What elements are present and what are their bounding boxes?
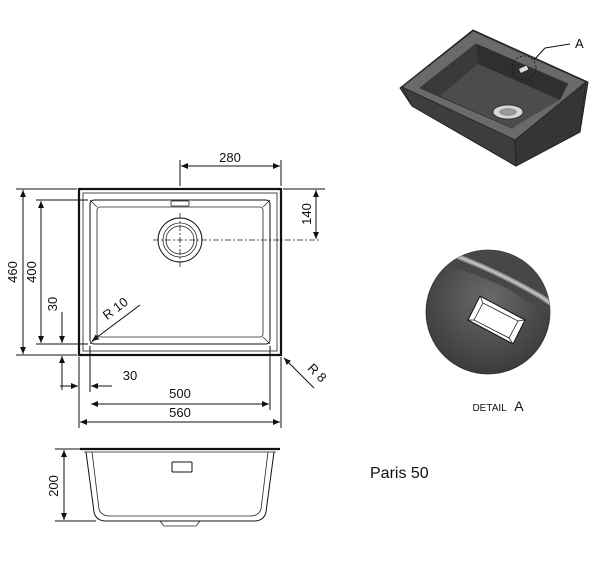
overflow-slot-side	[171, 461, 193, 473]
drain-hole	[153, 213, 320, 267]
detail-a-view: DETAIL A	[425, 249, 551, 415]
detail-caption-letter: A	[514, 398, 524, 414]
dim-30-left-label: 30	[45, 297, 60, 311]
bowl-inner-line	[96, 206, 264, 338]
dim-400-label: 400	[24, 261, 39, 283]
detail-a-callout-circle	[511, 55, 537, 81]
dim-140-label: 140	[299, 203, 314, 225]
side-view: 200	[46, 447, 280, 527]
callout-letter-a: A	[575, 36, 584, 51]
dim-460-label: 460	[5, 261, 20, 283]
bowl-outline	[89, 199, 271, 345]
radius-r10-label: R 10	[100, 294, 131, 323]
sink-outer-outline	[77, 187, 283, 357]
dim-500-label: 500	[169, 386, 191, 401]
model-name: Paris 50	[370, 465, 429, 482]
dim-200-label: 200	[46, 475, 61, 497]
detail-caption-word: DETAIL	[472, 403, 507, 414]
overflow-slot	[170, 200, 190, 207]
dim-560-label: 560	[169, 405, 191, 420]
isometric-view: A	[399, 29, 589, 167]
sink-rim-inner-line	[82, 192, 278, 352]
radius-r8-label: R 8	[305, 360, 330, 385]
top-view: 280 140 460 400 30 R 10 R 8 30	[5, 150, 330, 428]
dim-280-label: 280	[219, 150, 241, 165]
svg-text:DETAIL A: DETAIL A	[472, 398, 524, 415]
dim-30-bottom-label: 30	[123, 368, 137, 383]
